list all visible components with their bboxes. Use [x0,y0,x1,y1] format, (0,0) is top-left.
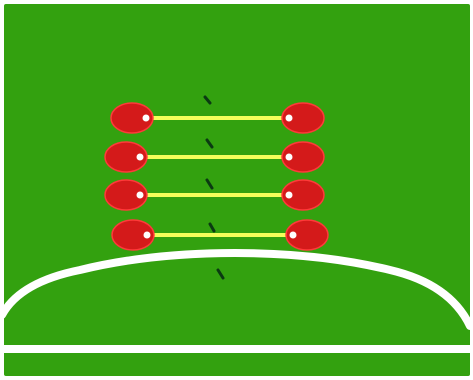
cone-tip-left-3 [137,192,144,199]
cone-tip-left-2 [137,154,144,161]
cone-tip-left-1 [143,115,150,122]
cone-tip-right-2 [286,154,293,161]
cone-tip-right-3 [286,192,293,199]
cone-tip-right-4 [290,232,297,239]
cone-tip-right-1 [286,115,293,122]
halfway-line [2,345,472,353]
pitch [4,4,470,376]
cone-tip-left-4 [144,232,151,239]
